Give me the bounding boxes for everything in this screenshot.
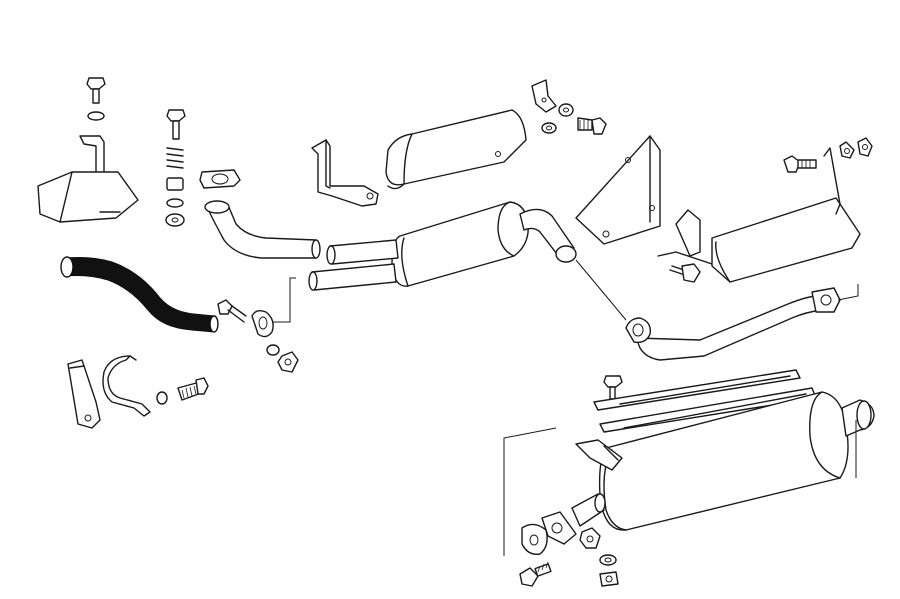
bolt-top-right [577,117,607,135]
hanger-straps [593,369,817,433]
heat-shield-center [385,109,527,190]
bolt-spring-stack [165,109,186,227]
washers-top [541,103,574,134]
small-bracket-top [531,79,557,113]
rubber-hanger [102,355,151,417]
flange-gasket [199,169,241,189]
flex-hose [60,256,219,333]
bolt-left-top [86,77,106,121]
bolt-rear-bottom [519,561,552,587]
bolt-right-top [783,155,817,173]
bolt-rear-top [603,375,623,400]
triangle-bracket [575,135,661,245]
bolt-hose [217,299,247,323]
intermediate-pipe [575,259,859,361]
front-pipe [204,200,321,259]
rear-frame-line [503,420,857,556]
hanger-bracket-left [67,359,101,429]
washers-right [839,137,873,159]
rear-flange-set [521,511,601,555]
front-muffler [308,201,577,291]
bracket-z [311,139,379,207]
bolt-right-bottom [669,263,701,283]
nuts-rear-bottom [599,554,619,587]
bolt-hanger [156,377,209,405]
clamp-and-nuts [251,277,299,373]
heat-shield-left [37,135,139,223]
rear-muffler [571,391,875,531]
heat-shield-right [657,147,861,283]
